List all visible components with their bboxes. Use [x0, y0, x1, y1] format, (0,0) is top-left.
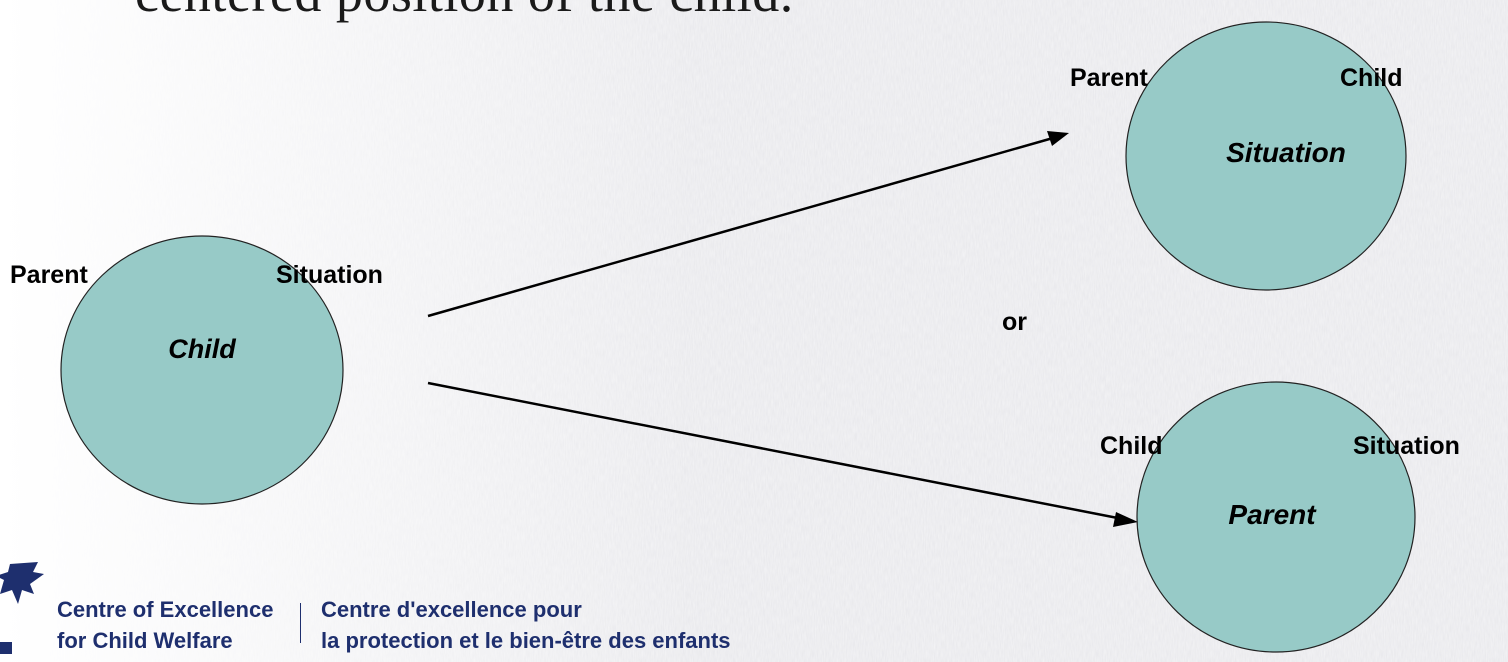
node-parent-centered: Parent Child Situation: [1100, 381, 1460, 653]
logo-english-line2: for Child Welfare: [57, 628, 233, 653]
circle: [60, 235, 344, 505]
connector-label: or: [1002, 308, 1027, 336]
right-label: Situation: [276, 261, 383, 289]
maple-leaf-icon: [0, 562, 44, 654]
logo-french-line1: Centre d'excellence pour: [321, 597, 582, 622]
logo-english-line1: Centre of Excellence: [57, 597, 274, 622]
arrow-down-head: [1113, 512, 1138, 527]
logo-french-line2: la protection et le bien-être des enfant…: [321, 628, 731, 653]
right-label: Child: [1340, 64, 1403, 92]
logo-text-french: Centre d'excellence pour la protection e…: [321, 594, 731, 656]
left-label: Parent: [1070, 64, 1148, 92]
center-label: Parent: [1228, 499, 1317, 530]
left-label: Parent: [10, 261, 88, 289]
organization-logo: [0, 560, 520, 662]
center-label: Child: [168, 334, 236, 364]
slide-title: centered position of the child.: [135, 0, 794, 24]
right-label: Situation: [1353, 432, 1460, 460]
arrow-up: [427, 134, 1061, 318]
logo-divider: [300, 603, 301, 643]
arrow-up-head: [1047, 131, 1069, 146]
left-label: Child: [1100, 432, 1163, 460]
node-situation-centered: Situation Parent Child: [1070, 21, 1407, 291]
center-label: Situation: [1226, 137, 1346, 168]
circle: [1136, 381, 1416, 653]
circle: [1125, 21, 1407, 291]
logo-text-english: Centre of Excellence for Child Welfare: [57, 594, 273, 656]
arrow-down: [427, 381, 1134, 523]
node-child-centered: Child Parent Situation: [10, 235, 383, 505]
